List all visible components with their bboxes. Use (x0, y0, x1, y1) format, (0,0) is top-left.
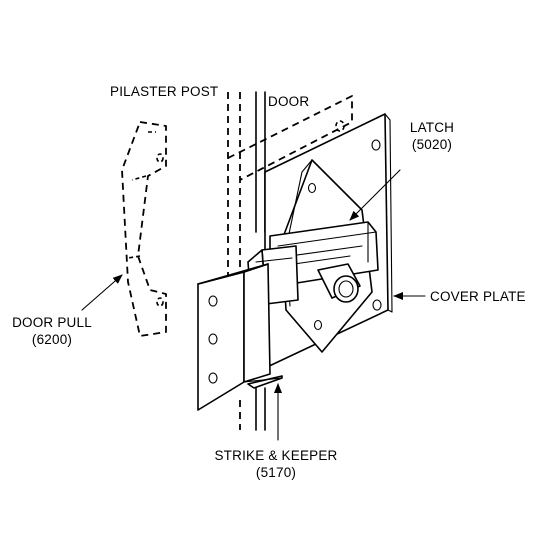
screw-hole-bottom-right (372, 299, 382, 311)
strike-keeper-label: STRIKE & KEEPER (214, 448, 337, 463)
cover-plate-label: COVER PLATE (430, 289, 526, 304)
latch-label: LATCH (410, 120, 454, 135)
strike-screw-bottom (208, 372, 218, 384)
strike-screw-top (208, 295, 218, 307)
door-label: DOOR (268, 94, 309, 109)
strike-keeper (197, 245, 299, 411)
strike-keeper-code-label: (5170) (256, 465, 296, 480)
door-pull-code-label: (6200) (32, 332, 72, 347)
door-pull-label: DOOR PULL (12, 315, 92, 330)
pilaster-post (227, 92, 241, 430)
latch-code-label: (5020) (412, 137, 452, 152)
pilaster-post-label: PILASTER POST (110, 84, 218, 99)
door-pull (121, 121, 167, 337)
latch-arrow (349, 169, 401, 221)
strike-screw-middle (208, 333, 218, 345)
screw-hole-top-right (371, 139, 381, 151)
door-pull-arrow (81, 274, 123, 311)
